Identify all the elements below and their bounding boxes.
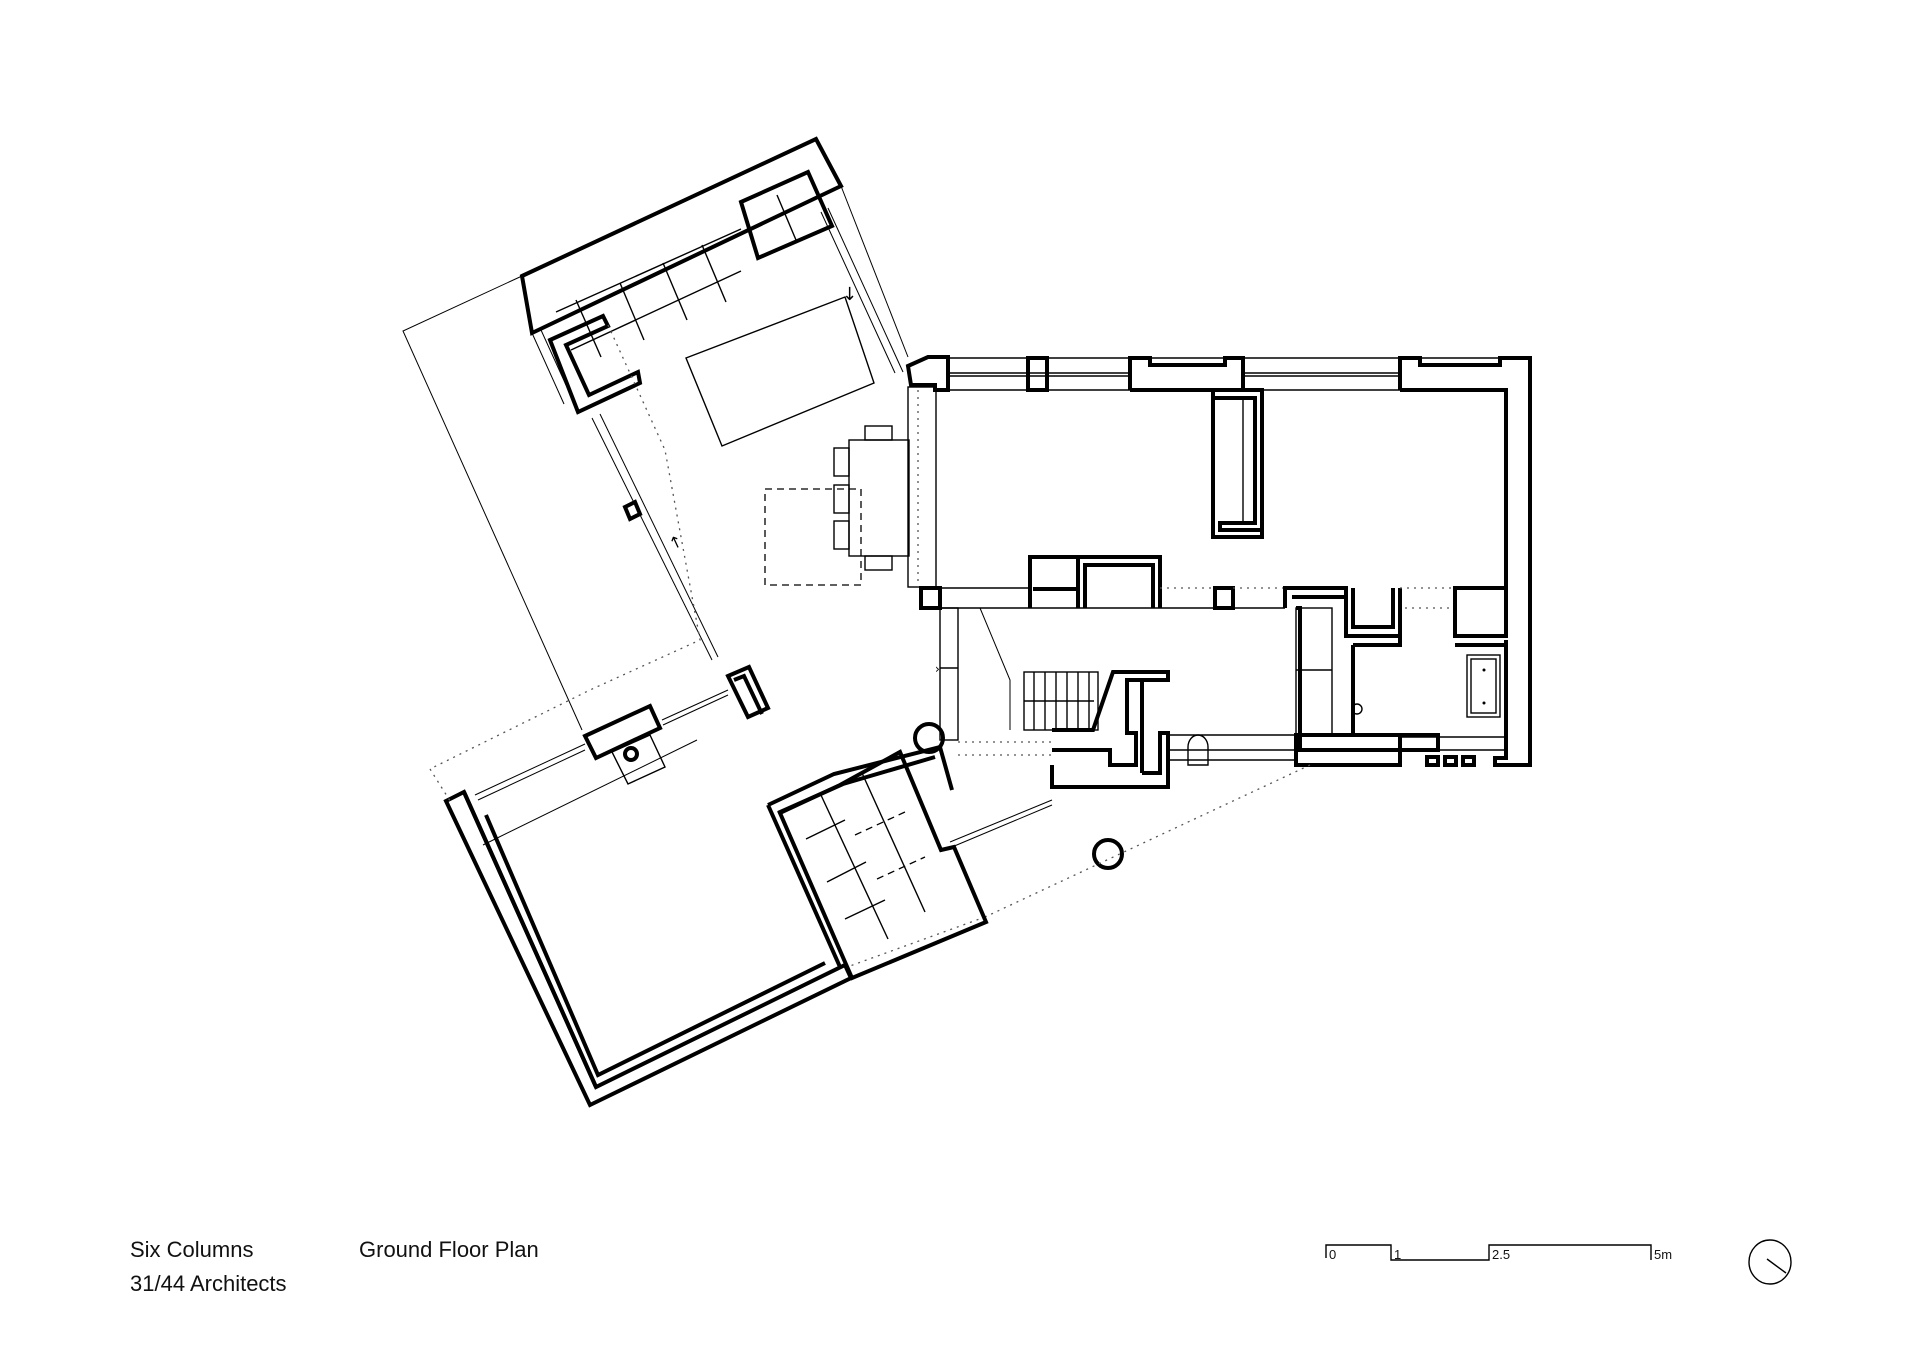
project-name: Six Columns bbox=[130, 1237, 254, 1262]
east-wing: › bbox=[913, 356, 1532, 918]
scale-tick-0: 0 bbox=[1329, 1247, 1337, 1262]
scale-tick-1: 1 bbox=[1394, 1247, 1402, 1262]
scale-tick-2-5: 2.5 bbox=[1492, 1247, 1511, 1262]
north-arrow-icon bbox=[1748, 1239, 1792, 1285]
architect-name: 31/44 Architects bbox=[130, 1271, 287, 1296]
scale-tick-5m: 5m bbox=[1654, 1247, 1673, 1262]
southwest-wing bbox=[429, 664, 989, 1108]
scale-bar bbox=[1325, 1244, 1652, 1261]
living-wing: ↓ ↑ bbox=[402, 136, 910, 770]
arrow-icon: ↓ bbox=[842, 284, 857, 305]
svg-text:›: › bbox=[935, 662, 940, 676]
drawing-title: Ground Floor Plan bbox=[359, 1237, 539, 1262]
